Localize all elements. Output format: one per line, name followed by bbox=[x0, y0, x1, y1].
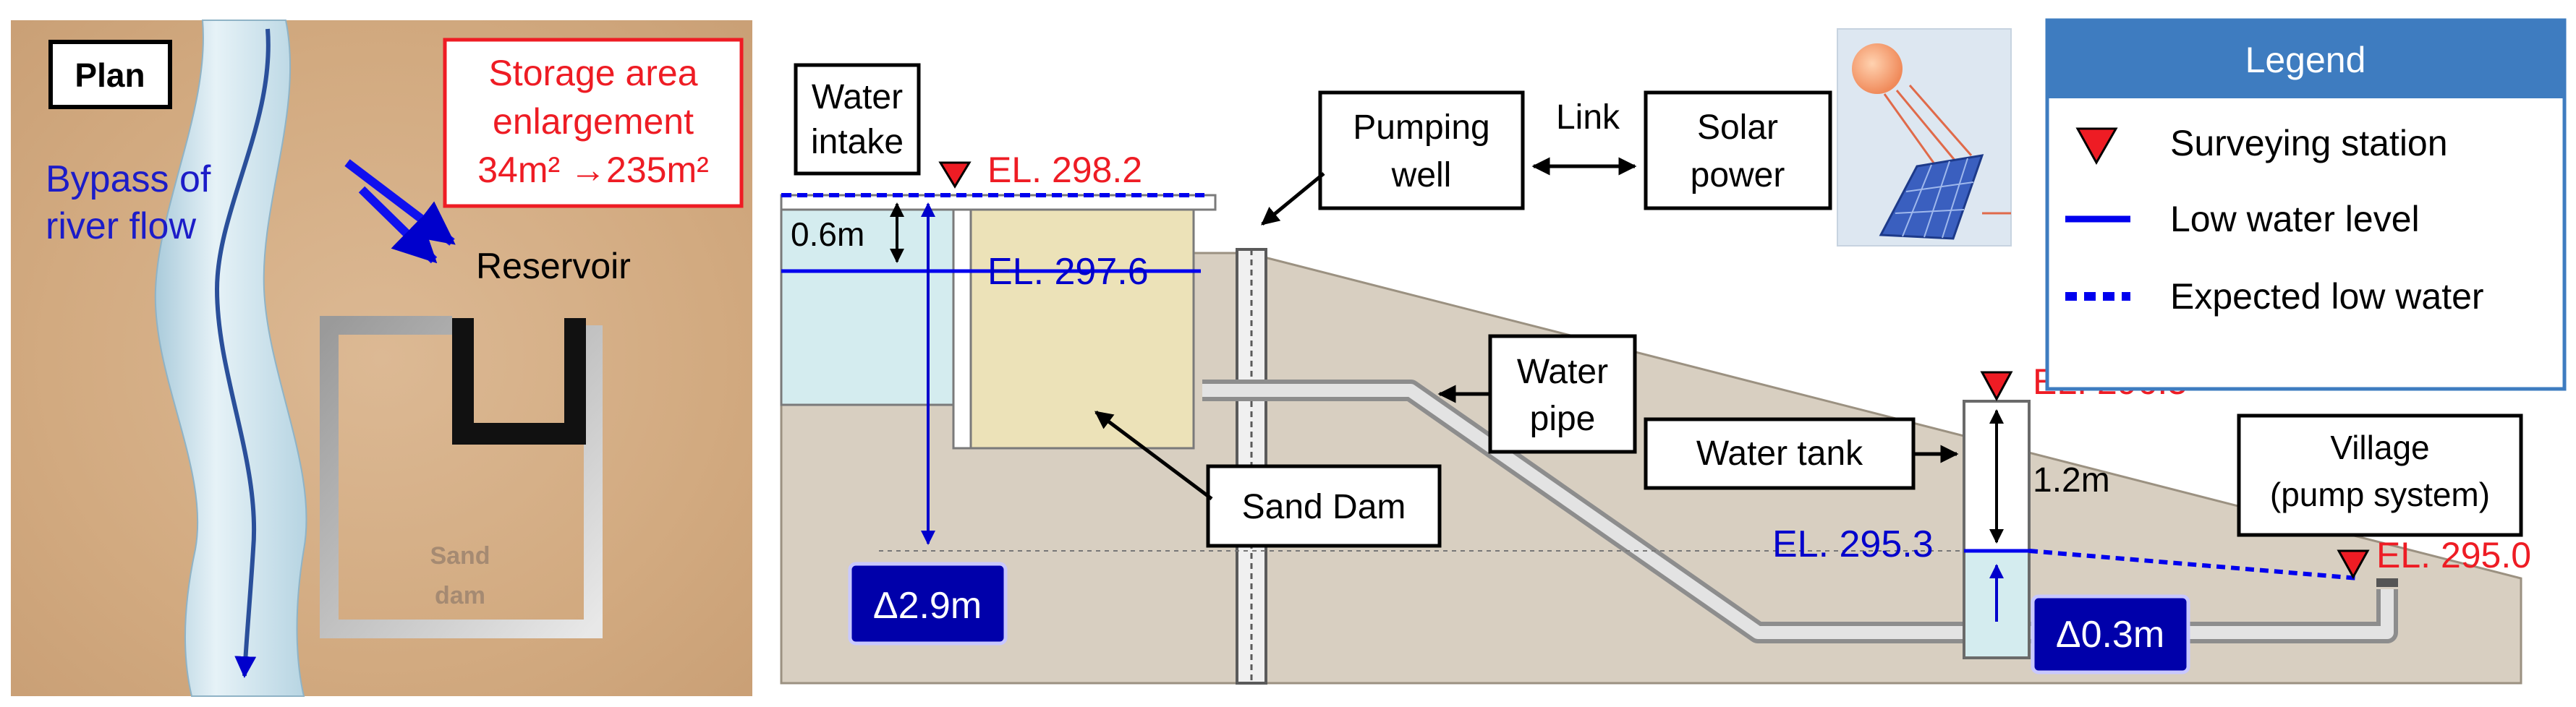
storage-callout-box bbox=[443, 38, 744, 208]
elevation-label: EL. 297.6 bbox=[987, 251, 1149, 293]
reservoir-label: Reservoir bbox=[476, 246, 631, 286]
water-pipe-box bbox=[1488, 334, 1637, 454]
legend-title: Legend bbox=[2245, 40, 2366, 80]
pumping-well-label: Pumping bbox=[1353, 108, 1489, 147]
legend-header bbox=[2047, 20, 2564, 98]
legend-item-label: Low water level bbox=[2170, 199, 2420, 239]
delta-0-3-label: Δ0.3m bbox=[2056, 614, 2164, 656]
river-channel bbox=[154, 20, 307, 697]
link-label: Link bbox=[1556, 98, 1620, 137]
storage-callout-text: Storage area bbox=[488, 53, 697, 93]
sand-dam-pointer bbox=[1094, 411, 1213, 500]
sand-dam-box bbox=[1206, 464, 1442, 548]
dimension-label: 0.6m bbox=[791, 215, 864, 253]
elevation-label: EL. 298.2 bbox=[987, 150, 1142, 190]
elevation-label: EL. 295.0 bbox=[2376, 535, 2531, 575]
legend-triangle-icon bbox=[2075, 127, 2118, 166]
section-panel: EL. 298.2 EL. 297.6 EL. 296.5 EL. 295.3 … bbox=[780, 28, 2531, 685]
surveying-station-icon bbox=[2337, 549, 2370, 580]
reservoir-outline bbox=[452, 318, 586, 445]
sand-dam-wall bbox=[320, 316, 603, 638]
water-tank-label: Water tank bbox=[1696, 434, 1863, 473]
water-pipe-label: Water bbox=[1517, 353, 1608, 391]
inflow-arrow bbox=[358, 186, 438, 264]
dimension-label: 1.2m bbox=[2033, 461, 2110, 500]
village-platform bbox=[2376, 578, 2398, 587]
expected-gradient-line bbox=[2028, 549, 2359, 580]
water-intake-label: Water bbox=[812, 78, 903, 116]
solar-power-label: Solar bbox=[1697, 108, 1778, 147]
water-tank-box bbox=[1644, 417, 1916, 490]
village-label: (pump system) bbox=[2270, 476, 2490, 513]
plan-title: Plan bbox=[75, 56, 145, 94]
dam-wall bbox=[952, 194, 972, 450]
pumping-well-label: well bbox=[1391, 156, 1452, 194]
solar-power-label: power bbox=[1691, 156, 1785, 194]
sand-dam-plan-label: dam bbox=[435, 582, 485, 609]
sand-dam-label: Sand Dam bbox=[1242, 488, 1406, 526]
bypass-label: river flow bbox=[46, 205, 196, 247]
bypass-label: Bypass of bbox=[46, 158, 211, 200]
legend-item-label: Expected low water bbox=[2170, 276, 2484, 317]
sand-dam-plan-label: Sand bbox=[430, 542, 490, 570]
surveying-station-icon bbox=[1980, 371, 2013, 402]
solar-power-box bbox=[1644, 90, 1832, 210]
delta-0-3-badge bbox=[2031, 594, 2190, 674]
solar-panel-icon bbox=[1837, 28, 2012, 247]
plan-title-box bbox=[48, 40, 172, 109]
pumping-well-box bbox=[1318, 90, 1525, 210]
elevation-label: EL. 295.3 bbox=[1772, 523, 1934, 565]
water-intake-label: intake bbox=[811, 123, 904, 161]
water-pipe-inner bbox=[1202, 384, 2394, 639]
storage-callout-text: 34m² →235m² bbox=[477, 150, 709, 190]
sand-dam-body bbox=[969, 208, 1195, 450]
village-box bbox=[2237, 414, 2523, 537]
legend-item-label: Surveying station bbox=[2170, 123, 2448, 163]
delta-2-9-badge bbox=[848, 562, 1008, 646]
legend: Legend Surveying station Low water level… bbox=[2045, 18, 2567, 391]
delta-2-9-label: Δ2.9m bbox=[873, 585, 982, 627]
water-pipe-label: pipe bbox=[1530, 400, 1596, 438]
river-flow-arrow bbox=[214, 28, 271, 678]
village-label: Village bbox=[2330, 429, 2429, 466]
water-intake-box bbox=[794, 63, 921, 176]
surveying-station-icon bbox=[938, 161, 972, 189]
storage-callout-text: enlargement bbox=[493, 101, 694, 142]
pumping-well-pointer bbox=[1261, 172, 1325, 226]
plan-panel: Plan Bypass of river flow Storage area e… bbox=[11, 20, 752, 697]
